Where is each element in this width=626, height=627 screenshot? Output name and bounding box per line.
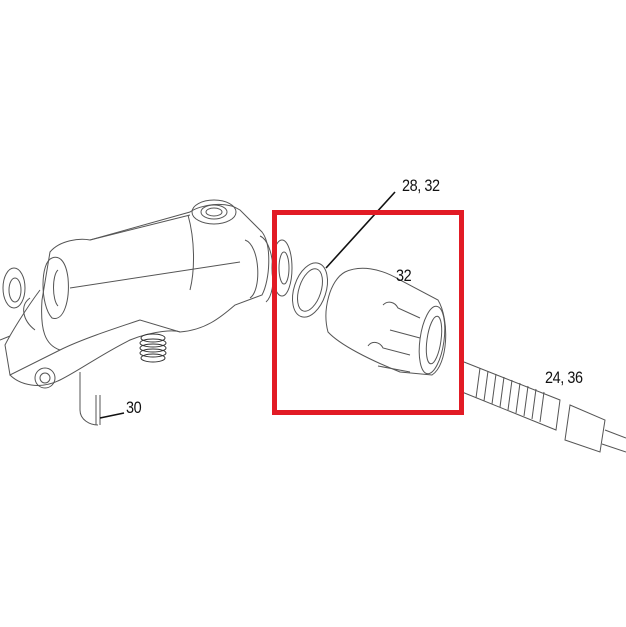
callout-32: 32: [396, 266, 412, 285]
hose-fitting: [461, 361, 626, 453]
callout-24-36: 24, 36: [545, 368, 583, 387]
reservoir-cap: [325, 267, 447, 376]
callout-28-32: 28, 32: [402, 176, 440, 195]
left-seal: [2, 267, 26, 309]
o-ring: [291, 262, 329, 318]
leader-30: [99, 412, 125, 419]
master-cylinder-body: [0, 199, 293, 389]
callout-30: 30: [126, 398, 142, 417]
pin: [79, 372, 101, 426]
leader-28-32: [325, 191, 396, 269]
highlight-box: [272, 210, 464, 415]
spring: [139, 333, 167, 363]
